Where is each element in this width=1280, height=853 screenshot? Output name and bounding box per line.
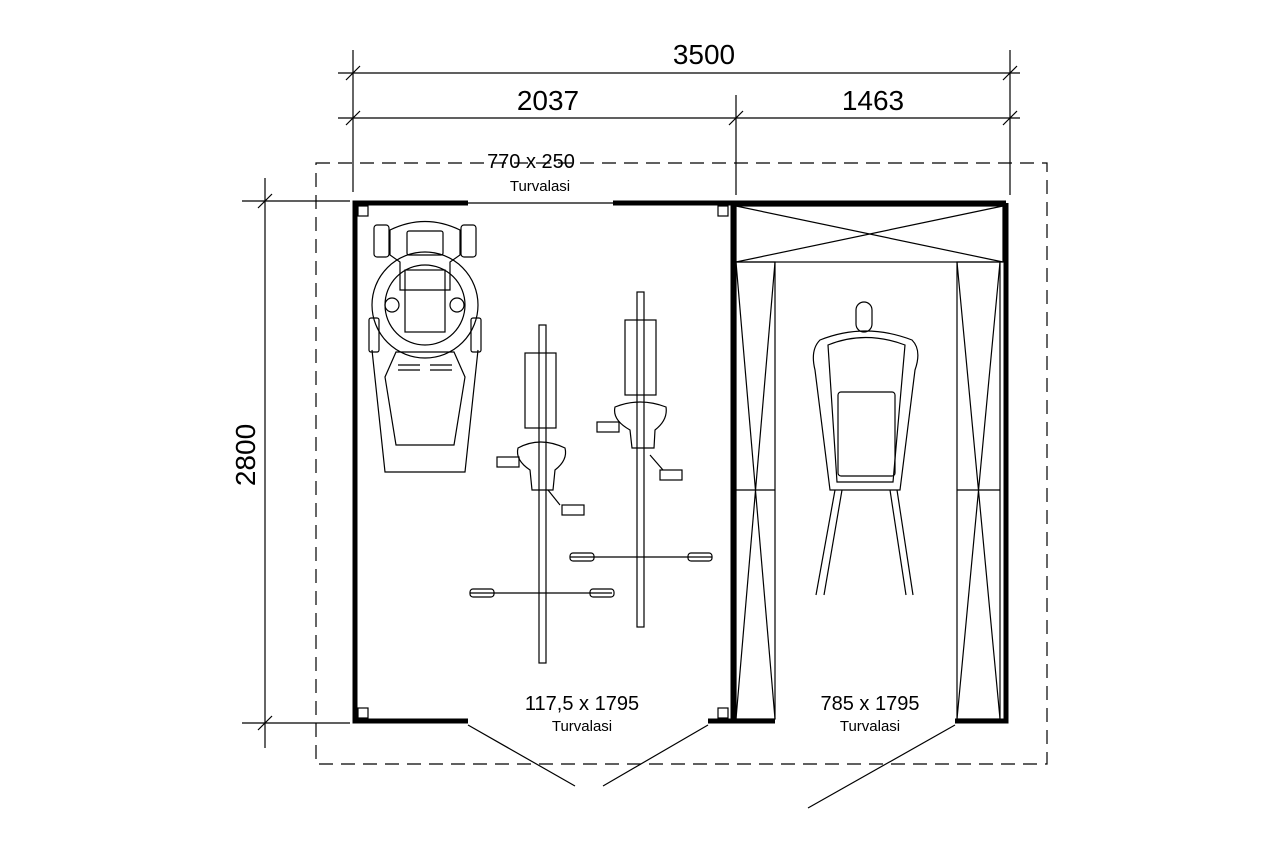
left-door-type: Turvalasi [552, 718, 612, 735]
right-door-type: Turvalasi [840, 718, 900, 735]
top-window-type: Turvalasi [510, 178, 570, 195]
bicycle-icon [569, 291, 713, 628]
walls [352, 200, 1009, 724]
dimension-left-width: 2037 [517, 85, 579, 116]
top-window-size: 770 x 250 [487, 151, 575, 173]
door-swings [467, 724, 956, 809]
roof-outline [315, 162, 1048, 765]
right-door-size: 785 x 1795 [821, 693, 920, 715]
dimension-right-width: 1463 [842, 85, 904, 116]
dimension-total-width: 3500 [673, 39, 735, 70]
bicycle-icon [469, 324, 615, 664]
wheelbarrow-icon [812, 301, 919, 596]
shelving-icon [735, 205, 1004, 720]
riding-mower-icon [368, 221, 482, 473]
left-door-size: 117,5 x 1795 [525, 693, 639, 715]
dimension-lines [242, 50, 1020, 748]
dimension-depth: 2800 [230, 424, 261, 486]
